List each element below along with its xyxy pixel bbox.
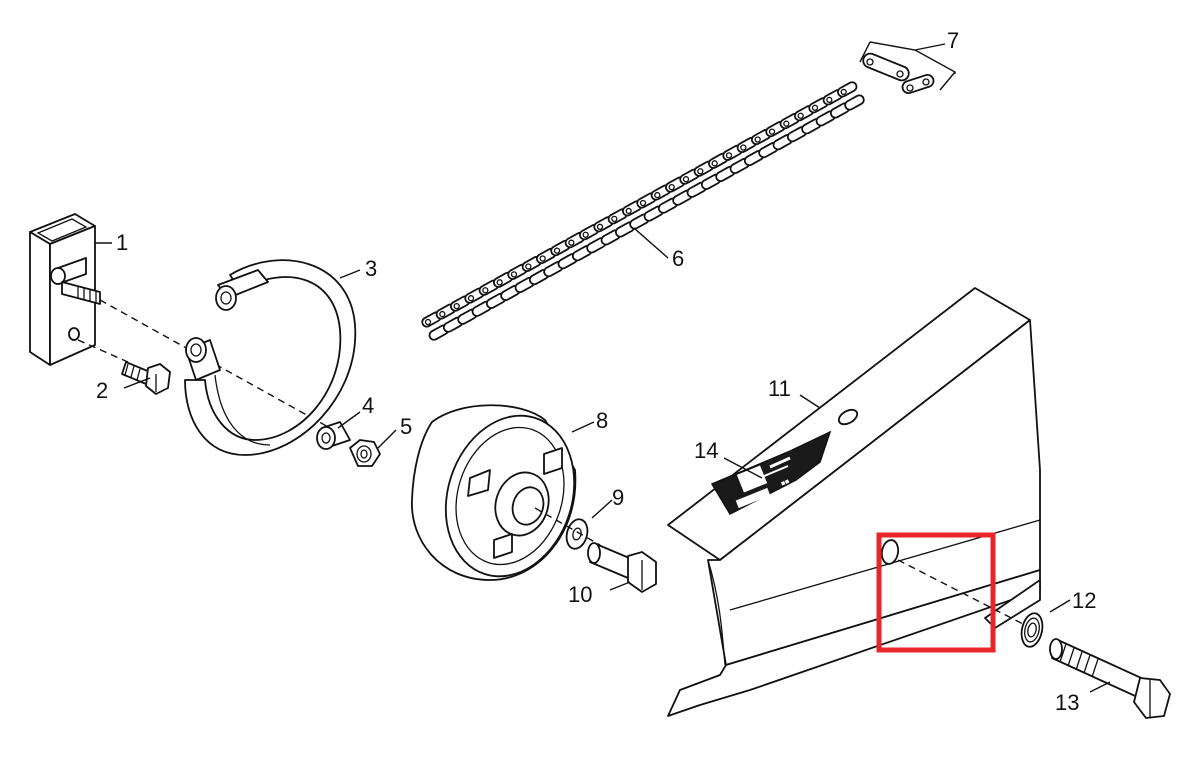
part-brake-shoe xyxy=(184,259,357,456)
chain-pin xyxy=(654,191,661,199)
chain-pin xyxy=(568,239,575,246)
chain-pin xyxy=(840,88,847,96)
chain-pin xyxy=(826,96,833,104)
part-warning-decal: ■■ xyxy=(710,430,832,515)
chain-link-plate xyxy=(844,94,865,111)
leader-lines xyxy=(95,227,1111,693)
chain-pin xyxy=(740,144,747,151)
chain-pin xyxy=(539,255,546,262)
part-drum xyxy=(411,404,577,581)
callout-2: 2 xyxy=(96,378,108,403)
chain-pin xyxy=(625,207,632,215)
chain-pin xyxy=(711,160,718,167)
callout-13: 13 xyxy=(1055,690,1079,715)
part-spacer xyxy=(316,421,351,450)
chain-pin xyxy=(482,287,489,294)
chain-pin xyxy=(424,318,432,326)
callout-9: 9 xyxy=(612,485,624,510)
chain-pin xyxy=(596,223,604,230)
callout-1: 1 xyxy=(116,230,128,255)
chain-pin xyxy=(453,302,460,310)
callout-8: 8 xyxy=(596,408,608,433)
part-hex-bolt xyxy=(587,542,657,593)
callout-6: 6 xyxy=(672,246,684,271)
part-serrated-washer xyxy=(1020,612,1044,648)
chain-link-plate xyxy=(836,81,858,98)
assembly-axis-left xyxy=(99,299,331,429)
part-roller-chain xyxy=(421,81,865,341)
part-connecting-link xyxy=(862,52,935,94)
chain-pin xyxy=(510,271,518,278)
chain-pin xyxy=(811,104,819,111)
assembly-axis-lower xyxy=(77,339,129,363)
callout-10: 10 xyxy=(568,582,592,607)
chain-pin xyxy=(768,128,776,135)
callout-12: 12 xyxy=(1072,588,1096,613)
callout-labels: 1 2 3 4 5 6 7 8 9 10 11 12 13 14 xyxy=(96,28,1096,715)
part-long-hex-bolt xyxy=(1049,638,1171,719)
chain-pin xyxy=(797,112,804,119)
chain-pin xyxy=(668,183,675,191)
part-small-bolt xyxy=(121,361,171,395)
chain-pin xyxy=(611,215,618,223)
part-nut xyxy=(349,439,381,467)
callout-3: 3 xyxy=(365,256,377,281)
part-bracket xyxy=(29,213,101,366)
chain-pin xyxy=(725,152,733,159)
part-washer xyxy=(565,518,589,550)
callout-4: 4 xyxy=(362,393,374,418)
chain-pin xyxy=(553,247,561,254)
callout-5: 5 xyxy=(400,414,412,439)
svg-text:■■: ■■ xyxy=(780,478,790,488)
chain-pin xyxy=(783,120,790,127)
callout-7: 7 xyxy=(947,28,959,53)
chain-pin xyxy=(682,176,690,183)
chain-pin xyxy=(697,168,704,175)
chain-pin xyxy=(639,199,647,207)
chain-pin xyxy=(496,279,503,286)
chain-pin xyxy=(525,263,532,270)
chain-pin xyxy=(439,310,446,318)
callout-14: 14 xyxy=(694,438,718,463)
chain-pin xyxy=(582,231,589,238)
chain-pin xyxy=(467,295,475,302)
highlight-box xyxy=(876,532,996,653)
chain-pin xyxy=(754,136,761,143)
callout-11: 11 xyxy=(768,376,791,401)
